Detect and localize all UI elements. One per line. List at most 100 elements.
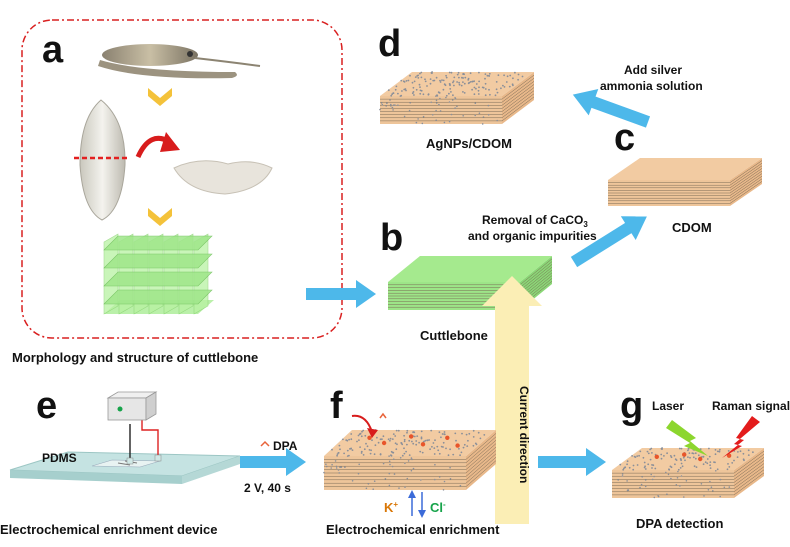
silver-nanoparticle: [443, 121, 446, 124]
silver-nanoparticle: [431, 445, 433, 448]
silver-nanoparticle: [381, 103, 384, 106]
silver-nanoparticle: [429, 82, 432, 85]
silver-nanoparticle: [488, 75, 491, 77]
silver-nanoparticle: [448, 101, 451, 103]
silver-nanoparticle: [677, 470, 679, 473]
silver-nanoparticle: [453, 76, 456, 79]
silver-nanoparticle: [403, 452, 406, 455]
silver-nanoparticle: [687, 449, 689, 452]
silver-nanoparticle: [456, 105, 458, 108]
panel-a-frame: [21, 19, 343, 339]
silver-nanoparticle: [417, 77, 420, 79]
silver-nanoparticle: [472, 436, 475, 438]
slab-layer-line: [608, 173, 763, 196]
silver-nanoparticle: [389, 99, 391, 101]
silver-nanoparticle: [381, 438, 383, 441]
slab-layer-line: [324, 457, 497, 484]
silver-nanoparticle: [631, 455, 633, 457]
silver-nanoparticle: [395, 429, 398, 432]
slab-layer-line: [380, 93, 535, 119]
slab-front-face: [380, 96, 502, 124]
silver-nanoparticle: [617, 479, 619, 481]
panel-label-f: f: [330, 385, 343, 427]
caption-device: Electrochemical enrichment device: [0, 522, 217, 537]
slab-top-face: [324, 430, 496, 456]
enrichment-device: [9, 420, 241, 484]
silver-nanoparticle: [434, 463, 436, 466]
silver-nanoparticle: [413, 435, 416, 438]
silver-nanoparticle: [374, 444, 377, 447]
silver-nanoparticle: [373, 453, 376, 456]
silver-nanoparticle: [693, 465, 696, 468]
silver-nanoparticle: [391, 106, 394, 109]
silver-nanoparticle: [440, 436, 442, 439]
silver-nanoparticle: [719, 448, 721, 451]
silver-nanoparticle: [385, 105, 388, 107]
silver-nanoparticle: [448, 92, 450, 95]
silver-nanoparticle: [415, 443, 418, 446]
silver-nanoparticle: [666, 493, 668, 496]
silver-nanoparticle: [619, 463, 622, 466]
silver-nanoparticle: [338, 444, 341, 447]
silver-nanoparticle: [442, 79, 445, 82]
silver-nanoparticle: [360, 452, 363, 454]
silver-nanoparticle: [458, 83, 461, 86]
slab-layer-line: [612, 466, 765, 489]
ion-migration: K+ Cl-: [384, 490, 446, 518]
silver-nanoparticle: [395, 85, 398, 88]
silver-nanoparticle: [400, 442, 403, 444]
silver-nanoparticle: [449, 448, 451, 451]
silver-nanoparticle: [373, 480, 376, 483]
silver-nanoparticle: [438, 452, 441, 455]
silver-nanoparticle: [461, 432, 463, 435]
silver-nanoparticle: [413, 94, 415, 96]
silver-nanoparticle: [626, 460, 629, 463]
slab-layer-line: [608, 175, 763, 199]
silver-nanoparticle: [657, 495, 659, 497]
silver-nanoparticle: [452, 94, 454, 97]
lattice-septum: [103, 289, 213, 305]
silver-nanoparticle: [679, 485, 681, 487]
silver-nanoparticle: [345, 439, 348, 441]
silver-nanoparticle: [464, 76, 467, 79]
silver-nanoparticle: [339, 466, 341, 469]
silver-nanoparticle: [752, 451, 754, 454]
silver-nanoparticle: [680, 462, 683, 465]
silver-nanoparticle: [707, 489, 710, 491]
silver-nanoparticle: [677, 468, 680, 471]
silver-nanoparticle: [390, 454, 393, 457]
laser-bolt-icon: [666, 420, 708, 456]
dpa-label: DPA: [273, 439, 298, 453]
silver-nanoparticle: [727, 463, 729, 465]
slab-layer-line: [612, 454, 765, 477]
silver-nanoparticle: [433, 447, 436, 449]
silver-nanoparticle: [409, 102, 412, 104]
caption-detection: DPA detection: [636, 516, 723, 531]
silver-nanoparticle: [624, 466, 626, 469]
silver-nanoparticle: [357, 434, 360, 437]
silver-nanoparticle: [408, 439, 411, 442]
silver-nanoparticle: [388, 472, 391, 475]
silver-nanoparticle: [448, 83, 451, 85]
silver-nanoparticle: [651, 452, 653, 454]
silver-nanoparticle: [626, 480, 628, 482]
silver-nanoparticle: [710, 486, 713, 489]
silver-nanoparticle: [458, 76, 460, 79]
silver-nanoparticle: [386, 102, 388, 104]
slab-layer-line: [608, 170, 763, 194]
silver-nanoparticle: [733, 459, 735, 462]
silver-nanoparticle: [706, 462, 709, 465]
silver-nanoparticle: [390, 105, 392, 107]
power-supply-icon: [106, 391, 158, 421]
silver-nanoparticle: [403, 440, 406, 443]
silver-nanoparticle: [644, 485, 647, 488]
silver-nanoparticle: [452, 81, 454, 84]
silver-nanoparticle: [370, 449, 372, 452]
slab-layer-line: [612, 463, 765, 486]
silver-nanoparticle: [716, 468, 719, 471]
silver-nanoparticle: [463, 82, 466, 85]
silver-nanoparticle: [452, 80, 455, 82]
silver-nanoparticle: [644, 479, 647, 481]
silver-nanoparticle: [689, 456, 691, 459]
